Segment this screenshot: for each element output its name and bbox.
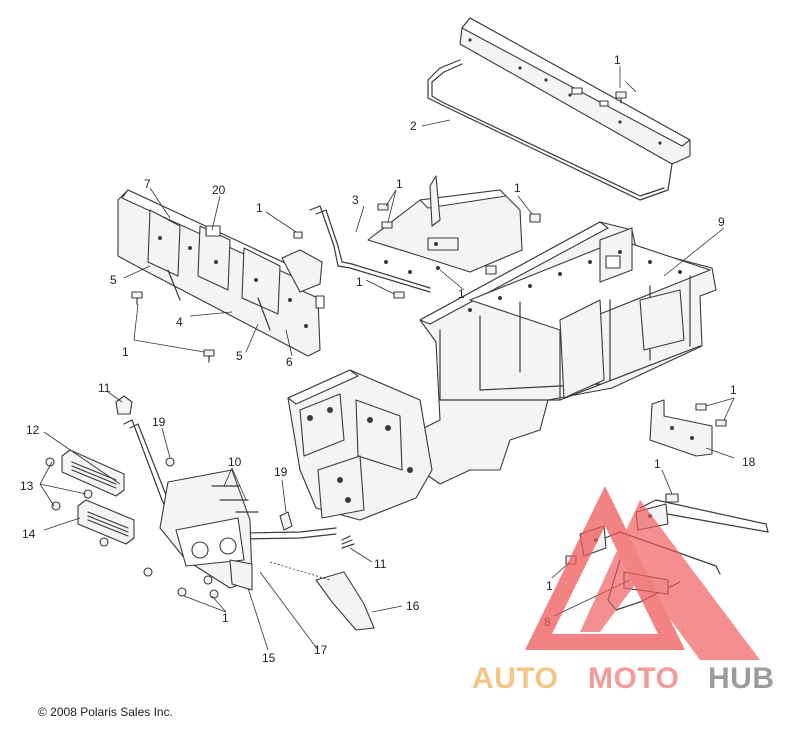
main-chassis-part-9 [419, 221, 717, 485]
callout-4: 4 [176, 315, 183, 329]
callout-1: 1 [256, 201, 263, 215]
callout-19: 19 [152, 415, 166, 429]
seat-base-part-3 [309, 175, 523, 293]
left-frame-section [117, 189, 325, 357]
callout-6: 6 [286, 355, 293, 369]
spring-part-11 [341, 535, 355, 549]
callout-5: 5 [110, 273, 117, 287]
callout-1: 1 [458, 287, 465, 301]
cargo-frame-part-2 [427, 17, 691, 201]
bracket-part-18 [649, 399, 713, 457]
callout-1: 1 [222, 611, 229, 625]
callout-9: 9 [718, 215, 725, 229]
watermark-hub: HUB [708, 662, 775, 695]
callout-3: 3 [352, 193, 359, 207]
front-frame-section [287, 369, 433, 521]
callout-2: 2 [410, 119, 417, 133]
fasteners-front [45, 395, 293, 599]
callout-11: 11 [374, 557, 387, 571]
callout-20: 20 [212, 183, 226, 197]
callout-13: 13 [20, 479, 34, 493]
callout-1: 1 [122, 345, 129, 359]
bolts-middle [377, 203, 541, 299]
callout-7: 7 [144, 177, 151, 191]
callout-1: 1 [356, 275, 363, 289]
callout-1: 1 [730, 383, 737, 397]
callout-14: 14 [22, 527, 36, 541]
callout-1: 1 [654, 457, 661, 471]
callout-17: 17 [314, 643, 328, 657]
callout-11: 11 [98, 381, 111, 395]
grille-plate-part-14 [77, 499, 135, 545]
callout-1: 1 [514, 181, 521, 195]
callout-12: 12 [26, 423, 40, 437]
callout-1: 1 [614, 53, 621, 67]
callout-19: 19 [274, 465, 288, 479]
callout-18: 18 [742, 455, 756, 469]
skid-plate-part-16 [315, 571, 375, 631]
callout-5: 5 [236, 349, 243, 363]
watermark-auto: AUTO [472, 662, 558, 695]
leader-lines [39, 66, 735, 651]
grille-plate-part-12 [61, 449, 125, 497]
bolts-left [131, 231, 303, 363]
callout-10: 10 [228, 455, 242, 469]
watermark-logo: AUTO MOTO HUB [472, 486, 775, 695]
copyright-text: © 2008 Polaris Sales Inc. [38, 705, 173, 719]
callout-labels: 1 2 3 1 1 9 7 20 1 5 4 5 6 1 1 1 1 18 1 … [20, 53, 756, 665]
callout-1: 1 [396, 177, 403, 191]
watermark-moto: MOTO [588, 662, 679, 695]
callout-16: 16 [406, 599, 420, 613]
callout-1: 1 [546, 579, 553, 593]
callout-15: 15 [262, 651, 276, 665]
bolt-top [615, 91, 627, 104]
